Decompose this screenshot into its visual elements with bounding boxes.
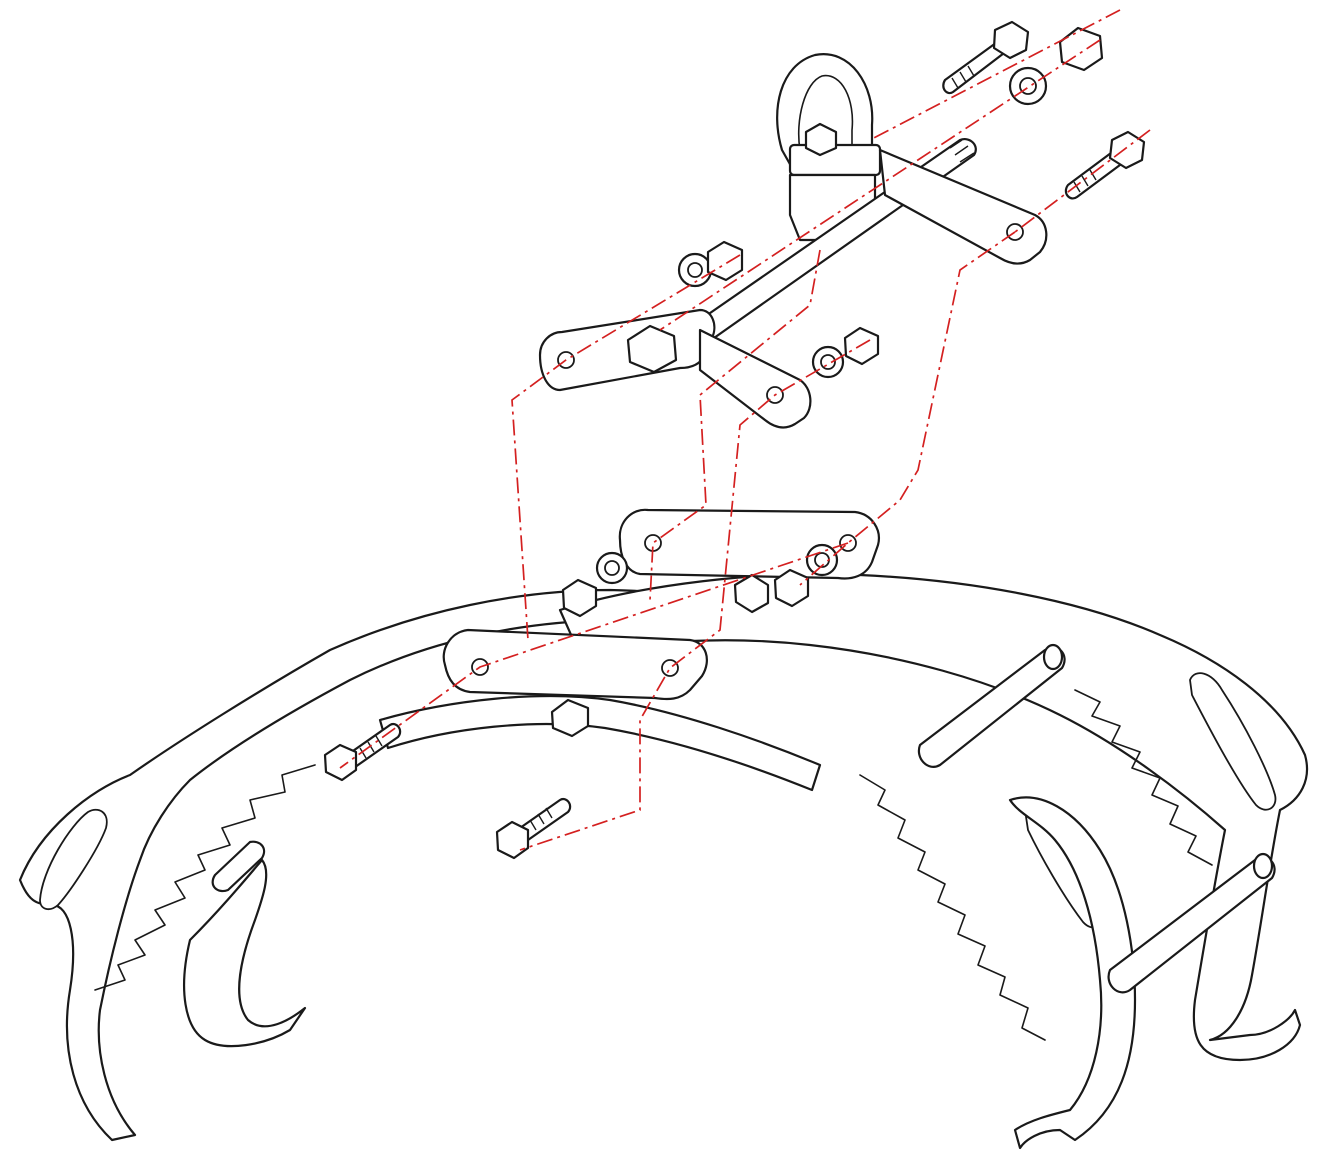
top-bolt bbox=[942, 20, 1030, 95]
centerline-right-link bbox=[799, 231, 1016, 586]
upper-left-washer-hole bbox=[687, 262, 703, 278]
fasteners bbox=[323, 20, 1146, 860]
lifting-eye-inner bbox=[797, 74, 854, 151]
lower-left-link-plate bbox=[442, 628, 708, 701]
lower-grab-tongs bbox=[18, 572, 1309, 1150]
centerline-middle-bracket bbox=[649, 249, 821, 601]
top-nut bbox=[1058, 26, 1104, 72]
middle-tong-teeth bbox=[859, 774, 1046, 1041]
bottom-bolt bbox=[495, 797, 572, 860]
upper-right-link-plate bbox=[878, 148, 1048, 265]
upper-left-link-plate bbox=[538, 308, 716, 392]
right-bolt bbox=[1064, 130, 1146, 200]
left-tong-teeth bbox=[94, 764, 316, 991]
lifting-eye-nut bbox=[804, 122, 838, 157]
centerline-middle-right bbox=[519, 339, 871, 851]
left-mid-nut bbox=[561, 578, 598, 618]
centerline-lower-left bbox=[339, 542, 849, 769]
left-tong-arm bbox=[18, 588, 872, 1142]
lower-left-link-hole-2 bbox=[661, 659, 679, 677]
center-link-bar bbox=[378, 694, 822, 792]
rear-spacer-tube-end bbox=[1042, 643, 1064, 671]
right-tong-teeth bbox=[1074, 689, 1213, 866]
middle-right-nut bbox=[843, 326, 880, 366]
left-front-hook bbox=[183, 858, 307, 1048]
centerline-top-shaft bbox=[659, 39, 1101, 331]
assembly-centerlines bbox=[339, 9, 1151, 851]
centerline-top-bolt bbox=[869, 9, 1121, 141]
left-mid-washer-hole bbox=[604, 560, 620, 576]
central-bolt-head bbox=[626, 324, 678, 374]
upper-head-assembly bbox=[538, 53, 1048, 429]
center-link-nut bbox=[550, 698, 590, 738]
right-mid-nut bbox=[773, 568, 810, 608]
middle-bracket-plate bbox=[698, 328, 812, 429]
threaded-end bbox=[949, 139, 975, 163]
left-cross-bar bbox=[211, 840, 266, 893]
centerline-upper-left bbox=[511, 254, 741, 641]
front-spacer-tube-end bbox=[1252, 852, 1274, 880]
upper-left-nut bbox=[706, 240, 744, 282]
right-front-hook bbox=[1008, 796, 1137, 1150]
right-tong-slot bbox=[1189, 672, 1277, 811]
left-tong-slot bbox=[39, 808, 108, 911]
